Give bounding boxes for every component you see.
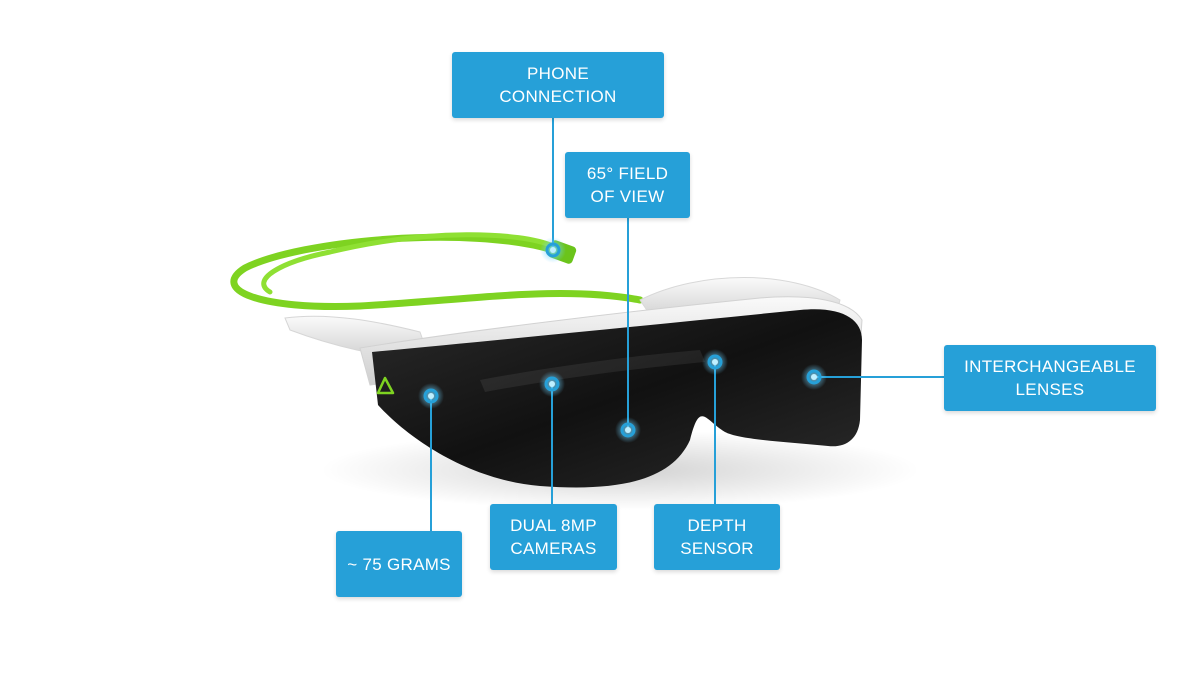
callout-phone-line2: CONNECTION xyxy=(499,87,617,106)
callout-interchangeable-lenses: INTERCHANGEABLE LENSES xyxy=(944,345,1156,411)
callout-lines xyxy=(430,118,944,531)
callout-depth-sensor: DEPTH SENSOR xyxy=(654,504,780,570)
marker-fov xyxy=(615,417,641,443)
callout-depth-line2: SENSOR xyxy=(680,539,754,558)
marker-lenses xyxy=(801,364,827,390)
callout-cameras-line1: DUAL 8MP xyxy=(510,516,597,535)
callout-field-of-view: 65° FIELD OF VIEW xyxy=(565,152,690,218)
marker-depth xyxy=(702,349,728,375)
callout-weight-line1: ~ 75 GRAMS xyxy=(347,554,451,574)
callout-depth-line1: DEPTH xyxy=(687,516,747,535)
callout-phone-connection: PHONE CONNECTION xyxy=(452,52,664,118)
callout-phone-line1: PHONE xyxy=(527,64,589,83)
callout-cameras-line2: CAMERAS xyxy=(510,539,597,558)
callout-lenses-line2: LENSES xyxy=(1015,380,1085,399)
callout-weight: ~ 75 GRAMS xyxy=(336,531,462,597)
product-logo-triangle-icon xyxy=(376,376,395,395)
callout-markers xyxy=(418,237,827,443)
lens-highlight xyxy=(480,350,705,392)
callout-fov-line2: OF VIEW xyxy=(590,187,665,206)
callout-fov-line1: 65° FIELD xyxy=(586,164,669,183)
callout-dual-cameras: DUAL 8MP CAMERAS xyxy=(490,504,617,570)
marker-weight xyxy=(418,383,444,409)
marker-phone xyxy=(540,237,566,263)
callout-lenses-line1: INTERCHANGEABLE xyxy=(964,357,1136,376)
lens-shield xyxy=(372,309,862,488)
phone-cable xyxy=(230,232,644,310)
marker-cameras xyxy=(539,371,565,397)
